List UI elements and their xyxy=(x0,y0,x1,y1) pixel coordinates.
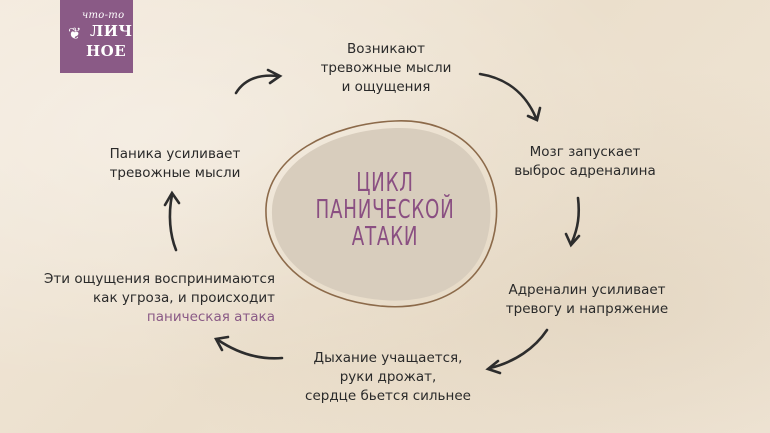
step-2-line-1: Мозг запускает xyxy=(529,144,641,160)
cycle-step-1: Возникают тревожные мысли и ощущения xyxy=(296,40,476,97)
cycle-step-2: Мозг запускает выброс адреналина xyxy=(496,143,674,181)
title-line3: АТАКИ xyxy=(351,222,419,252)
arrow-bottom-left-head xyxy=(213,335,230,352)
step-3-line-1: Адреналин усиливает xyxy=(508,282,666,298)
arrow-bottom-right xyxy=(488,328,549,370)
step-1-line-3: и ощущения xyxy=(341,79,431,95)
logo-line1: что-то xyxy=(82,10,125,21)
cycle-step-3: Адреналин усиливает тревогу и напряжение xyxy=(492,281,682,319)
bird-icon: ❦ xyxy=(68,24,82,43)
step-6-line-1: Паника усиливает xyxy=(109,146,241,162)
center-outline xyxy=(265,120,498,308)
step-3-line-2: тревогу и напряжение xyxy=(505,301,669,317)
arrow-left-head xyxy=(163,190,181,207)
cycle-step-6: Паника усиливает тревожные мысли xyxy=(90,145,260,183)
center-blob xyxy=(271,128,491,301)
logo-line3: НОЕ xyxy=(86,42,127,60)
step-5-accent: паническая атака xyxy=(146,309,275,325)
arrow-right xyxy=(570,196,581,244)
title-line2: ПАНИЧЕСКОЙ xyxy=(315,195,455,225)
step-4-line-1: Дыхание учащается, xyxy=(313,350,463,366)
step-4-line-2: руки дрожат, xyxy=(339,369,437,385)
title-line1: ЦИКЛ xyxy=(356,168,414,198)
arrow-top-right xyxy=(478,72,538,120)
step-1-line-1: Возникают xyxy=(347,41,425,57)
arrow-top-left xyxy=(234,74,280,95)
step-6-line-2: тревожные мысли xyxy=(109,165,241,181)
brand-logo: что-то ❦ ЛИЧ НОЕ xyxy=(60,0,133,73)
cycle-step-4: Дыхание учащается, руки дрожат, сердце б… xyxy=(288,349,488,406)
arrow-right-head xyxy=(564,232,581,248)
arrow-left xyxy=(168,193,178,252)
step-5-line-1: Эти ощущения воспринимаются xyxy=(44,271,275,287)
step-5-line-2: как угроза, и происходит xyxy=(93,290,275,306)
arrow-bottom-left xyxy=(216,338,284,360)
diagram-title: ЦИКЛ ПАНИЧЕСКОЙ АТАКИ xyxy=(303,170,467,251)
step-1-line-2: тревожные мысли xyxy=(320,60,452,76)
logo-line2: ЛИЧ xyxy=(90,22,133,40)
step-2-line-2: выброс адреналина xyxy=(514,163,656,179)
cycle-step-5: Эти ощущения воспринимаются как угроза, … xyxy=(20,270,275,327)
arrow-top-left-head xyxy=(266,68,283,85)
arrow-top-right-head xyxy=(526,106,542,122)
arrow-bottom-right-head xyxy=(485,359,502,375)
step-4-line-3: сердце бьется сильнее xyxy=(305,388,471,404)
